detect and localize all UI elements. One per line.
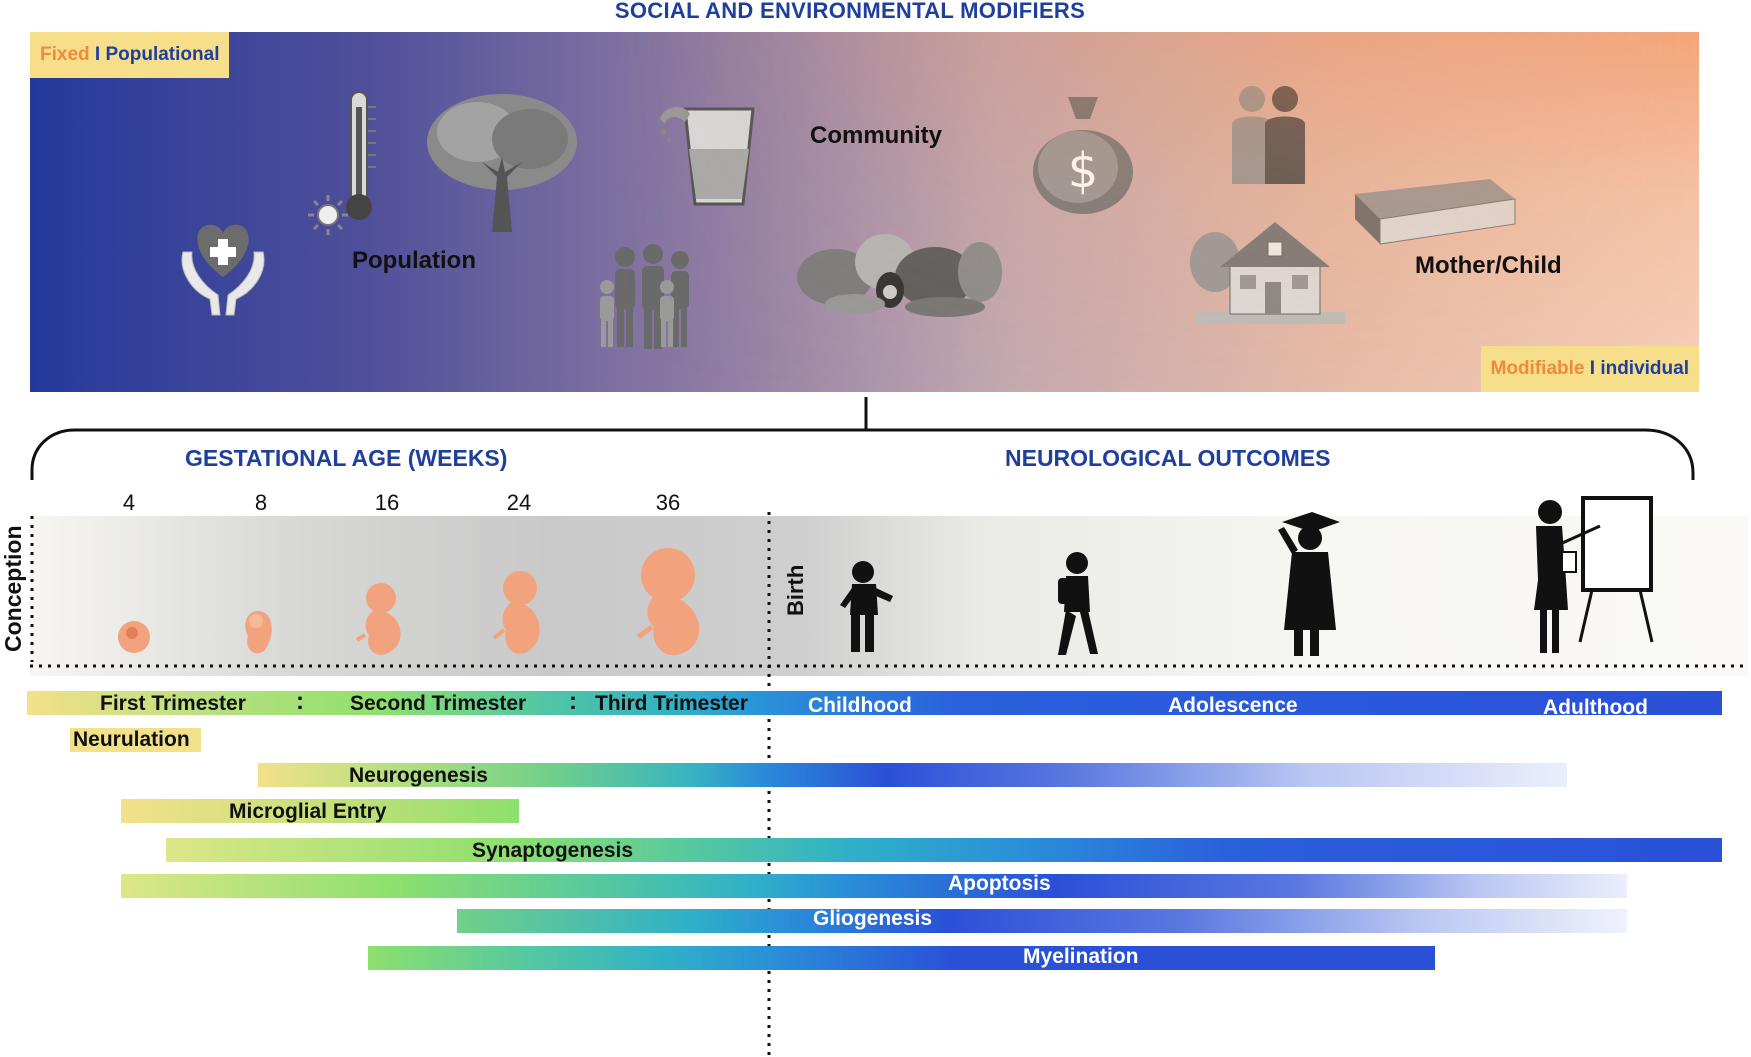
week-label: 8 xyxy=(254,490,268,515)
process-label-apoptosis: Apoptosis xyxy=(948,872,1051,895)
process-bar-microglial-entry xyxy=(121,799,519,823)
process-label-gliogenesis: Gliogenesis xyxy=(813,907,933,930)
stage-adulthood: Adulthood xyxy=(1543,696,1648,719)
legend-modifiable: Modifiable xyxy=(1490,358,1585,379)
process-bar-gliogenesis xyxy=(457,909,1627,933)
process-bar-neurulation xyxy=(70,728,201,752)
fetus-icon xyxy=(355,583,401,655)
legend-fixed: Fixed xyxy=(40,44,90,65)
label-community: Community xyxy=(810,122,942,149)
bracket xyxy=(30,397,1695,480)
process-label-synaptogenesis: Synaptogenesis xyxy=(472,839,634,862)
legend-modifiable-individual: Modifiable I individual xyxy=(1480,346,1699,392)
week-label: 4 xyxy=(122,490,136,515)
week-label: 16 xyxy=(374,490,400,515)
process-bar-neurogenesis xyxy=(258,763,1567,787)
fetus-icon xyxy=(492,571,540,654)
banner-title: SOCIAL AND ENVIRONMENTAL MODIFIERS xyxy=(614,0,1086,23)
stage-first-trimester: First Trimester xyxy=(100,692,246,715)
stage-adolescence: Adolescence xyxy=(1168,694,1298,717)
pregnancy-stage-bar xyxy=(27,691,771,715)
legend-separator: I xyxy=(89,44,106,65)
label-population: Population xyxy=(352,247,476,274)
graduate-icon xyxy=(1278,512,1340,656)
week-label: 24 xyxy=(506,490,532,515)
toddler-icon xyxy=(840,561,893,652)
teacher-icon xyxy=(1534,496,1654,653)
fetus-icon xyxy=(636,548,700,656)
legend-populational: Populational xyxy=(105,44,220,65)
stage-childhood: Childhood xyxy=(808,694,912,717)
child-icon xyxy=(1058,552,1098,655)
process-label-neurogenesis: Neurogenesis xyxy=(349,764,488,787)
week-label: 36 xyxy=(655,490,681,515)
legend-separator: I xyxy=(1584,358,1601,379)
embryo-icon xyxy=(118,621,150,653)
label-mother-child: Mother/Child xyxy=(1415,252,1562,279)
process-bar-apoptosis xyxy=(121,874,1627,898)
stage-third-trimester: Third Trimester xyxy=(595,692,748,715)
legend-individual: individual xyxy=(1600,358,1689,379)
process-bar-myelination xyxy=(368,946,1435,970)
stage-second-trimester: Second Trimester xyxy=(350,692,527,715)
legend-fixed-populational: Fixed I Populational xyxy=(30,32,230,78)
process-bar-synaptogenesis xyxy=(166,838,1722,862)
modifiers-banner: Fixed I Populational Modifiable I indivi… xyxy=(30,32,1699,392)
process-label-microglial-entry: Microglial Entry xyxy=(229,800,387,823)
process-label-neurulation: Neurulation xyxy=(73,728,190,751)
process-label-myelination: Myelination xyxy=(1023,945,1139,968)
trimester-divider: : xyxy=(296,688,304,715)
trimester-divider: : xyxy=(569,688,577,715)
embryo-icon xyxy=(245,611,272,654)
section-neurological-outcomes: NEUROLOGICAL OUTCOMES xyxy=(1005,445,1331,471)
postnatal-stage-bar xyxy=(771,691,1722,715)
section-gestational-age: GESTATIONAL AGE (WEEKS) xyxy=(185,445,508,471)
